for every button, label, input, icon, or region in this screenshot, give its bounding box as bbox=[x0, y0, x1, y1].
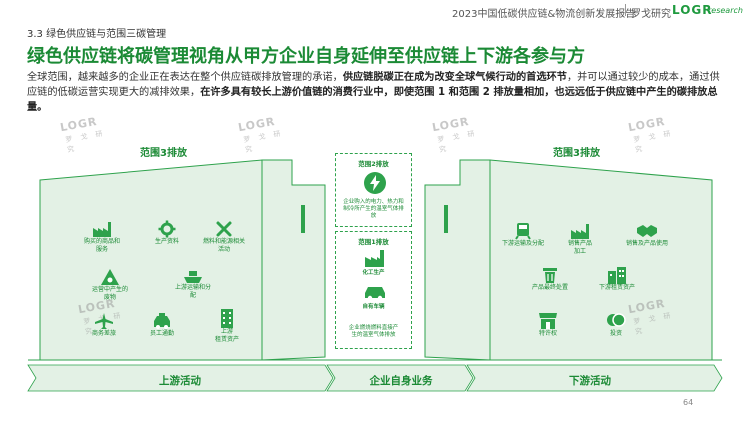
gear-icon bbox=[158, 220, 176, 238]
left-item-purchased-goods: 购买的商品和 服务 bbox=[76, 220, 128, 254]
plane-icon bbox=[95, 313, 113, 329]
item-label: 下游租赁资产 bbox=[598, 284, 635, 291]
page-number: 64 bbox=[683, 398, 694, 407]
own-business-arrow bbox=[326, 364, 474, 392]
logo-main-text: LOGR bbox=[672, 3, 713, 17]
item-label: 上游运输和分 配 bbox=[174, 284, 211, 299]
car-icon bbox=[365, 287, 385, 300]
right-item-downstream-transport: 下游运输及分配 bbox=[494, 222, 552, 248]
header-bar: 2023中国低碳供应链&物流创新发展报告 罗戈研究 LOGR research bbox=[0, 0, 750, 22]
scope2-box: 范围2排放 企业购入的电力、热力和 制冷所产生的温室气体排 放 bbox=[335, 153, 412, 227]
right-item-sales-use: 销售及产品使用 bbox=[618, 222, 676, 248]
upstream-arrow bbox=[27, 364, 334, 392]
scope2-caption: 企业购入的电力、热力和 制冷所产生的温室气体排 放 bbox=[343, 199, 404, 219]
item-label: 购买的商品和 服务 bbox=[83, 238, 120, 253]
logo-sub-text: research bbox=[708, 6, 743, 15]
header-divider bbox=[625, 4, 626, 16]
item-label: 商务差旅 bbox=[91, 330, 116, 337]
item-label: 生产资料 bbox=[154, 238, 179, 245]
scope2-title: 范围2排放 bbox=[358, 160, 389, 168]
item-label: 下游运输及分配 bbox=[501, 240, 544, 247]
body-paragraph: 全球范围，越来越多的企业正在表达在整个供应链碳排放管理的承诺，供应链脱碳正在成为… bbox=[27, 70, 727, 115]
left-item-upstream-transport: 上游运输和分 配 bbox=[166, 268, 220, 300]
right-tower-window bbox=[444, 205, 448, 233]
item-label: 产品最终处置 bbox=[531, 284, 568, 291]
scope1-caption: 企业燃烧燃料直接产 生的温室气体排放 bbox=[348, 325, 399, 338]
left-tower-shape bbox=[261, 159, 326, 361]
body-seg4: 在许多具有较长上游价值链的消费行业中，即使范围 1 和范围 2 排放量相加，也远… bbox=[27, 87, 718, 113]
building-icon bbox=[221, 309, 233, 328]
right-item-product-processing: 销售产品 加工 bbox=[558, 222, 602, 256]
ship-icon bbox=[184, 271, 202, 283]
org-name: 罗戈研究 bbox=[631, 9, 671, 20]
body-seg1: 全球范围，越来越多的企业正在表达在整个供应链碳排放管理的承诺， bbox=[27, 72, 343, 83]
left-tower-window bbox=[301, 205, 305, 233]
left-item-production-materials: 生产资料 bbox=[142, 220, 192, 246]
coins-icon bbox=[607, 313, 626, 327]
left-item-waste: 运营中产生的 废物 bbox=[82, 268, 138, 302]
taxi-icon bbox=[154, 313, 170, 329]
handshake-icon bbox=[637, 225, 657, 237]
scope1-box: 范围1排放 化工生产 自有车辆 企业燃烧燃料直接产 生的温室气体排放 bbox=[335, 231, 412, 349]
factory-icon bbox=[571, 224, 589, 239]
right-item-investment: 投资 bbox=[598, 310, 634, 338]
train-icon bbox=[515, 223, 531, 240]
item-label: 上游 租赁资产 bbox=[214, 328, 239, 343]
item-label: 销售及产品使用 bbox=[625, 240, 668, 247]
item-label: 特许权 bbox=[538, 330, 557, 337]
item-label: 运营中产生的 废物 bbox=[91, 286, 128, 301]
right-item-end-of-life: 产品最终处置 bbox=[524, 266, 576, 292]
item-label: 燃料和能源相关 活动 bbox=[202, 238, 245, 253]
page-headline: 绿色供应链将碳管理视角从甲方企业自身延伸至供应链上下游各参与方 bbox=[27, 46, 585, 67]
report-title: 2023中国低碳供应链&物流创新发展报告 bbox=[452, 9, 636, 20]
downstream-label: 下游活动 bbox=[569, 375, 611, 387]
item-label: 投资 bbox=[609, 330, 622, 337]
scope1-title: 范围1排放 bbox=[358, 238, 389, 246]
left-item-upstream-leased: 上游 租赁资产 bbox=[206, 308, 248, 344]
upstream-label: 上游活动 bbox=[159, 375, 201, 387]
right-item-downstream-leased: 下游租赁资产 bbox=[591, 266, 643, 292]
left-item-business-travel: 商务差旅 bbox=[84, 312, 124, 338]
hazard-icon bbox=[101, 269, 119, 285]
factory-icon bbox=[93, 222, 111, 237]
item-label: 员工通勤 bbox=[149, 330, 174, 337]
factory-icon bbox=[365, 250, 384, 267]
tools-icon bbox=[216, 221, 232, 237]
right-tower-shape bbox=[424, 159, 491, 361]
left-scope-title: 范围3排放 bbox=[140, 148, 187, 159]
logr-logo: LOGR research bbox=[672, 3, 743, 19]
buildings-icon bbox=[608, 267, 626, 284]
trash-icon bbox=[543, 268, 557, 283]
lightning-icon bbox=[364, 172, 386, 194]
shop-icon bbox=[539, 313, 557, 329]
left-item-employee-commute: 员工通勤 bbox=[142, 312, 182, 338]
downstream-arrow bbox=[466, 364, 723, 392]
left-item-fuel-energy: 燃料和能源相关 活动 bbox=[195, 220, 253, 254]
right-scope-title: 范围3排放 bbox=[553, 148, 600, 159]
scope1-item1: 化工生产 bbox=[362, 270, 385, 276]
body-seg3: ，并可以通过较少的成本，通过供应链的低碳运营实现更大的减排效果， bbox=[27, 72, 720, 98]
scope1-item2: 自有车辆 bbox=[362, 304, 385, 310]
body-seg2: 供应链脱碳正在成为改变全球气候行动的首选环节 bbox=[342, 72, 567, 83]
right-item-franchise: 特许权 bbox=[528, 310, 568, 338]
item-label: 销售产品 加工 bbox=[567, 240, 592, 255]
own-business-label: 企业自身业务 bbox=[369, 375, 433, 387]
section-label: 3.3 绿色供应链与范围三碳管理 bbox=[27, 29, 167, 40]
